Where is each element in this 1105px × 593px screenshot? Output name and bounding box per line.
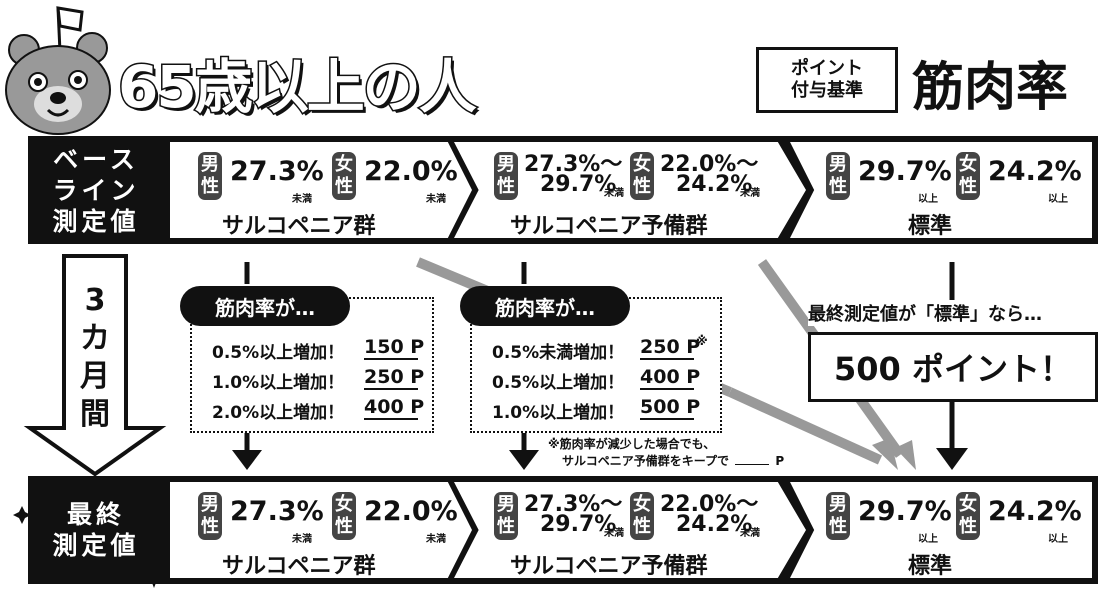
condition-row: 2.0%以上増加！ <box>212 403 345 423</box>
final-band: 最終 測定値 男性 27.3% 未満 女性 22.0% 未満 サルコペニア群 男… <box>28 476 1098 584</box>
female-suffix: 未満 <box>426 194 446 205</box>
male-suffix: 未満 <box>604 188 624 199</box>
condition-row: 1.0%以上増加！ <box>212 373 345 393</box>
points-value: 500 P <box>640 396 701 420</box>
male-range-line2: 29.7% <box>540 172 617 197</box>
male-badge: 男性 <box>494 152 518 200</box>
point-criteria-line2: 付与基準 <box>791 80 863 101</box>
blank-points <box>735 464 770 465</box>
female-suffix: 未満 <box>426 534 446 545</box>
final-pre-cell: 男性 27.3%〜 29.7% 未満 女性 22.0%〜 24.2% 未満 サル… <box>454 482 806 578</box>
female-range-line1: 22.0%〜 <box>660 152 759 177</box>
group-name: サルコペニア予備群 <box>510 214 708 239</box>
female-suffix: 未満 <box>740 528 760 539</box>
baseline-pre-cell: 男性 27.3%〜 29.7% 未満 女性 22.0%〜 24.2% 未満 サル… <box>454 142 806 238</box>
male-suffix: 未満 <box>604 528 624 539</box>
final-sarcopenia-cell: 男性 27.3% 未満 女性 22.0% 未満 サルコペニア群 <box>170 482 472 578</box>
standard-condition: 最終測定値が「標準」なら… <box>808 300 1042 326</box>
bear-mascot-icon <box>5 6 111 135</box>
point-criteria-box: ポイント 付与基準 <box>756 47 898 113</box>
male-range-line1: 27.3%〜 <box>524 152 623 177</box>
female-range-line2: 24.2% <box>676 172 753 197</box>
period-label: 3 カ 月 間 <box>80 283 110 432</box>
male-badge: 男性 <box>826 492 850 540</box>
group-name: サルコペニア群 <box>222 214 376 239</box>
male-suffix: 以上 <box>918 194 938 205</box>
female-badge: 女性 <box>332 152 356 200</box>
female-badge: 女性 <box>956 492 980 540</box>
female-suffix: 以上 <box>1048 534 1068 545</box>
note-line2: サルコペニア予備群をキープで P <box>562 453 785 469</box>
metric-title: 筋肉率 <box>912 58 1069 118</box>
female-suffix: 未満 <box>740 188 760 199</box>
baseline-label: ベース ライン 測定値 <box>28 136 164 244</box>
group-name: 標準 <box>908 214 953 239</box>
baseline-band: ベース ライン 測定値 男性 27.3% 未満 女性 22.0% 未満 サルコペ… <box>28 136 1098 244</box>
page-title: 65歳以上の人 <box>117 52 479 123</box>
points-value: 250 P <box>640 336 701 360</box>
female-threshold: 22.0% <box>364 156 458 187</box>
female-threshold: 22.0% <box>364 496 458 527</box>
muscle-rate-pill: 筋肉率が… <box>460 286 630 326</box>
female-threshold: 24.2% <box>988 496 1082 527</box>
condition-row: 1.0%以上増加！ <box>492 403 625 423</box>
baseline-standard-cell: 男性 29.7% 以上 女性 24.2% 以上 標準 <box>790 142 1092 238</box>
point-criteria-line1: ポイント <box>791 58 863 79</box>
muscle-rate-pill: 筋肉率が… <box>180 286 350 326</box>
female-suffix: 以上 <box>1048 194 1068 205</box>
group-name: サルコペニア群 <box>222 554 376 579</box>
male-suffix: 未満 <box>292 194 312 205</box>
female-badge: 女性 <box>630 492 654 540</box>
female-badge: 女性 <box>956 152 980 200</box>
male-badge: 男性 <box>826 152 850 200</box>
standard-reward: 500 ポイント！ <box>808 332 1098 402</box>
note-line1: ※筋肉率が減少した場合でも、 <box>548 436 716 452</box>
male-threshold: 27.3% <box>230 496 324 527</box>
points-value: 150 P <box>364 336 425 360</box>
group-name: サルコペニア予備群 <box>510 554 708 579</box>
points-value: 400 P <box>640 366 701 390</box>
female-range-line1: 22.0%〜 <box>660 492 759 517</box>
points-value: 250 P <box>364 366 425 390</box>
sparkle-icon <box>13 506 31 524</box>
condition-row: 0.5%未満増加！ <box>492 343 625 363</box>
female-threshold: 24.2% <box>988 156 1082 187</box>
condition-row: 0.5%以上増加！ <box>212 343 345 363</box>
male-range-line2: 29.7% <box>540 512 617 537</box>
points-value: 400 P <box>364 396 425 420</box>
baseline-sarcopenia-cell: 男性 27.3% 未満 女性 22.0% 未満 サルコペニア群 <box>170 142 472 238</box>
female-range-line2: 24.2% <box>676 512 753 537</box>
male-threshold: 29.7% <box>858 496 952 527</box>
condition-row: 0.5%以上増加！ <box>492 373 625 393</box>
male-range-line1: 27.3%〜 <box>524 492 623 517</box>
male-badge: 男性 <box>494 492 518 540</box>
male-threshold: 27.3% <box>230 156 324 187</box>
male-suffix: 以上 <box>918 534 938 545</box>
female-badge: 女性 <box>332 492 356 540</box>
male-badge: 男性 <box>198 152 222 200</box>
male-threshold: 29.7% <box>858 156 952 187</box>
male-badge: 男性 <box>198 492 222 540</box>
female-badge: 女性 <box>630 152 654 200</box>
male-suffix: 未満 <box>292 534 312 545</box>
note-mark: ※ <box>696 334 708 348</box>
final-label: 最終 測定値 <box>28 476 164 584</box>
final-standard-cell: 男性 29.7% 以上 女性 24.2% 以上 標準 <box>790 482 1092 578</box>
group-name: 標準 <box>908 554 953 579</box>
